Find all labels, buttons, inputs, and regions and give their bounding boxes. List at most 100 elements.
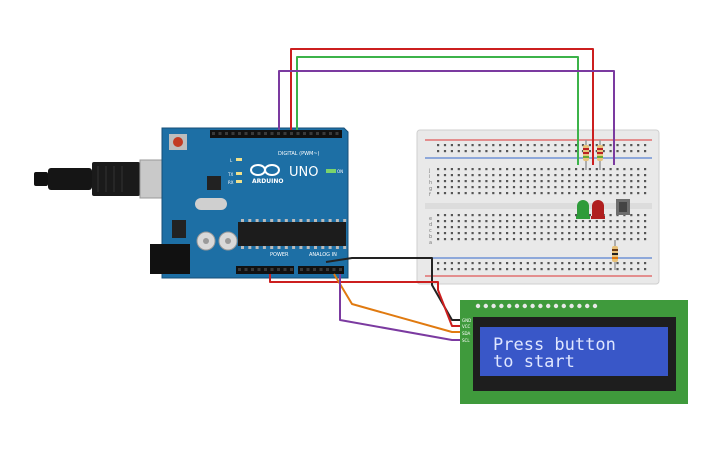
- breadboard-hole: [575, 144, 578, 147]
- breadboard-hole: [637, 238, 640, 241]
- wire-green-top[interactable]: [296, 56, 579, 165]
- breadboard-hole: [450, 180, 453, 183]
- breadboard-hole: [499, 226, 502, 229]
- digital-header[interactable]: [210, 130, 342, 138]
- led-tx-label: TX: [227, 172, 233, 177]
- breadboard-hole: [450, 214, 453, 217]
- breadboard-hole: [457, 268, 460, 271]
- lcd-i2c-pins[interactable]: GND VCC SDA SCL: [462, 318, 471, 343]
- breadboard-hole: [609, 168, 612, 171]
- breadboard-hole: [547, 144, 550, 147]
- breadboard-hole: [609, 150, 612, 153]
- resistor-2[interactable]: [597, 140, 603, 170]
- breadboard[interactable]: j i h g f e d c b a: [416, 129, 660, 285]
- breadboard-hole: [575, 232, 578, 235]
- wire-orange-sda[interactable]: [333, 273, 460, 333]
- breadboard-hole: [471, 262, 474, 265]
- chip-pin: [270, 219, 274, 222]
- breadboard-hole: [630, 220, 633, 223]
- lcd-header-pin: [546, 303, 551, 309]
- breadboard-hole: [450, 174, 453, 177]
- breadboard-hole: [533, 220, 536, 223]
- breadboard-hole: [568, 174, 571, 177]
- breadboard-hole: [630, 150, 633, 153]
- wire-red-top[interactable]: [290, 48, 594, 165]
- breadboard-hole: [637, 232, 640, 235]
- breadboard-hole: [616, 174, 619, 177]
- breadboard-hole: [554, 168, 557, 171]
- breadboard-hole: [609, 232, 612, 235]
- breadboard-hole: [623, 262, 626, 265]
- breadboard-hole: [512, 232, 516, 235]
- arduino-uno-board[interactable]: DIGITAL (PWM~) ARDUINO UNO L TX RX ON: [34, 127, 349, 279]
- breadboard-hole: [526, 238, 529, 241]
- breadboard-hole: [443, 238, 447, 241]
- header-pin: [303, 132, 306, 135]
- wire-purple-scl[interactable]: [339, 274, 460, 341]
- lcd-header-pin: [499, 303, 504, 309]
- breadboard-hole: [623, 268, 626, 271]
- breadboard-hole: [450, 226, 453, 229]
- breadboard-hole: [437, 174, 440, 177]
- header-pin: [277, 132, 280, 135]
- reset-button[interactable]: [173, 137, 183, 147]
- lcd-display[interactable]: Press button to start GND VCC SDA SCL: [460, 300, 688, 404]
- breadboard-hole: [464, 238, 467, 241]
- breadboard-hole: [588, 268, 591, 271]
- breadboard-hole: [561, 168, 564, 171]
- breadboard-hole: [443, 174, 447, 177]
- breadboard-hole: [575, 174, 578, 177]
- breadboard-hole: [471, 144, 474, 147]
- resistor-3[interactable]: [612, 240, 618, 270]
- breadboard-hole: [623, 186, 626, 189]
- wire-purple-top[interactable]: [278, 70, 615, 165]
- lcd-line-2: to start: [493, 352, 575, 372]
- breadboard-hole: [540, 268, 543, 271]
- breadboard-hole: [630, 186, 633, 189]
- breadboard-hole: [492, 186, 495, 189]
- chip-pin: [314, 246, 317, 249]
- breadboard-hole: [485, 144, 488, 147]
- chip-pin: [314, 219, 317, 222]
- breadboard-hole: [437, 262, 440, 265]
- breadboard-hole: [540, 232, 543, 235]
- breadboard-hole: [588, 262, 591, 265]
- led-red[interactable]: [591, 200, 605, 219]
- breadboard-hole: [499, 238, 502, 241]
- breadboard-hole: [437, 180, 440, 183]
- breadboard-hole: [637, 262, 640, 265]
- breadboard-hole: [512, 168, 516, 171]
- breadboard-hole: [519, 186, 522, 189]
- breadboard-hole: [492, 168, 495, 171]
- power-jack[interactable]: [150, 244, 190, 274]
- breadboard-hole: [471, 150, 474, 153]
- svg-text:SCL: SCL: [462, 338, 470, 343]
- wire-black-gnd[interactable]: [325, 257, 460, 321]
- wire-red-5v[interactable]: [269, 274, 460, 327]
- lcd-header-pin: [514, 303, 520, 309]
- breadboard-hole: [492, 262, 495, 265]
- led-green[interactable]: [576, 200, 590, 219]
- breadboard-hole: [519, 174, 522, 177]
- breadboard-hole: [526, 192, 529, 195]
- breadboard-hole: [644, 180, 647, 183]
- header-pin: [319, 268, 323, 271]
- header-pin: [322, 132, 326, 135]
- breadboard-hole: [554, 220, 557, 223]
- header-pin: [329, 132, 332, 135]
- breadboard-hole: [519, 168, 522, 171]
- breadboard-hole: [478, 226, 481, 229]
- chip-pin: [343, 246, 347, 249]
- usb-cable[interactable]: [34, 159, 169, 199]
- breadboard-hole: [554, 180, 557, 183]
- header-pin: [257, 132, 261, 135]
- breadboard-hole: [561, 226, 564, 229]
- breadboard-hole: [609, 238, 612, 241]
- resistor-1[interactable]: [583, 140, 589, 170]
- chip-pin: [292, 219, 296, 222]
- breadboard-hole: [506, 226, 509, 229]
- pushbutton[interactable]: [616, 199, 630, 215]
- breadboard-hole: [568, 150, 571, 153]
- breadboard-hole: [540, 174, 543, 177]
